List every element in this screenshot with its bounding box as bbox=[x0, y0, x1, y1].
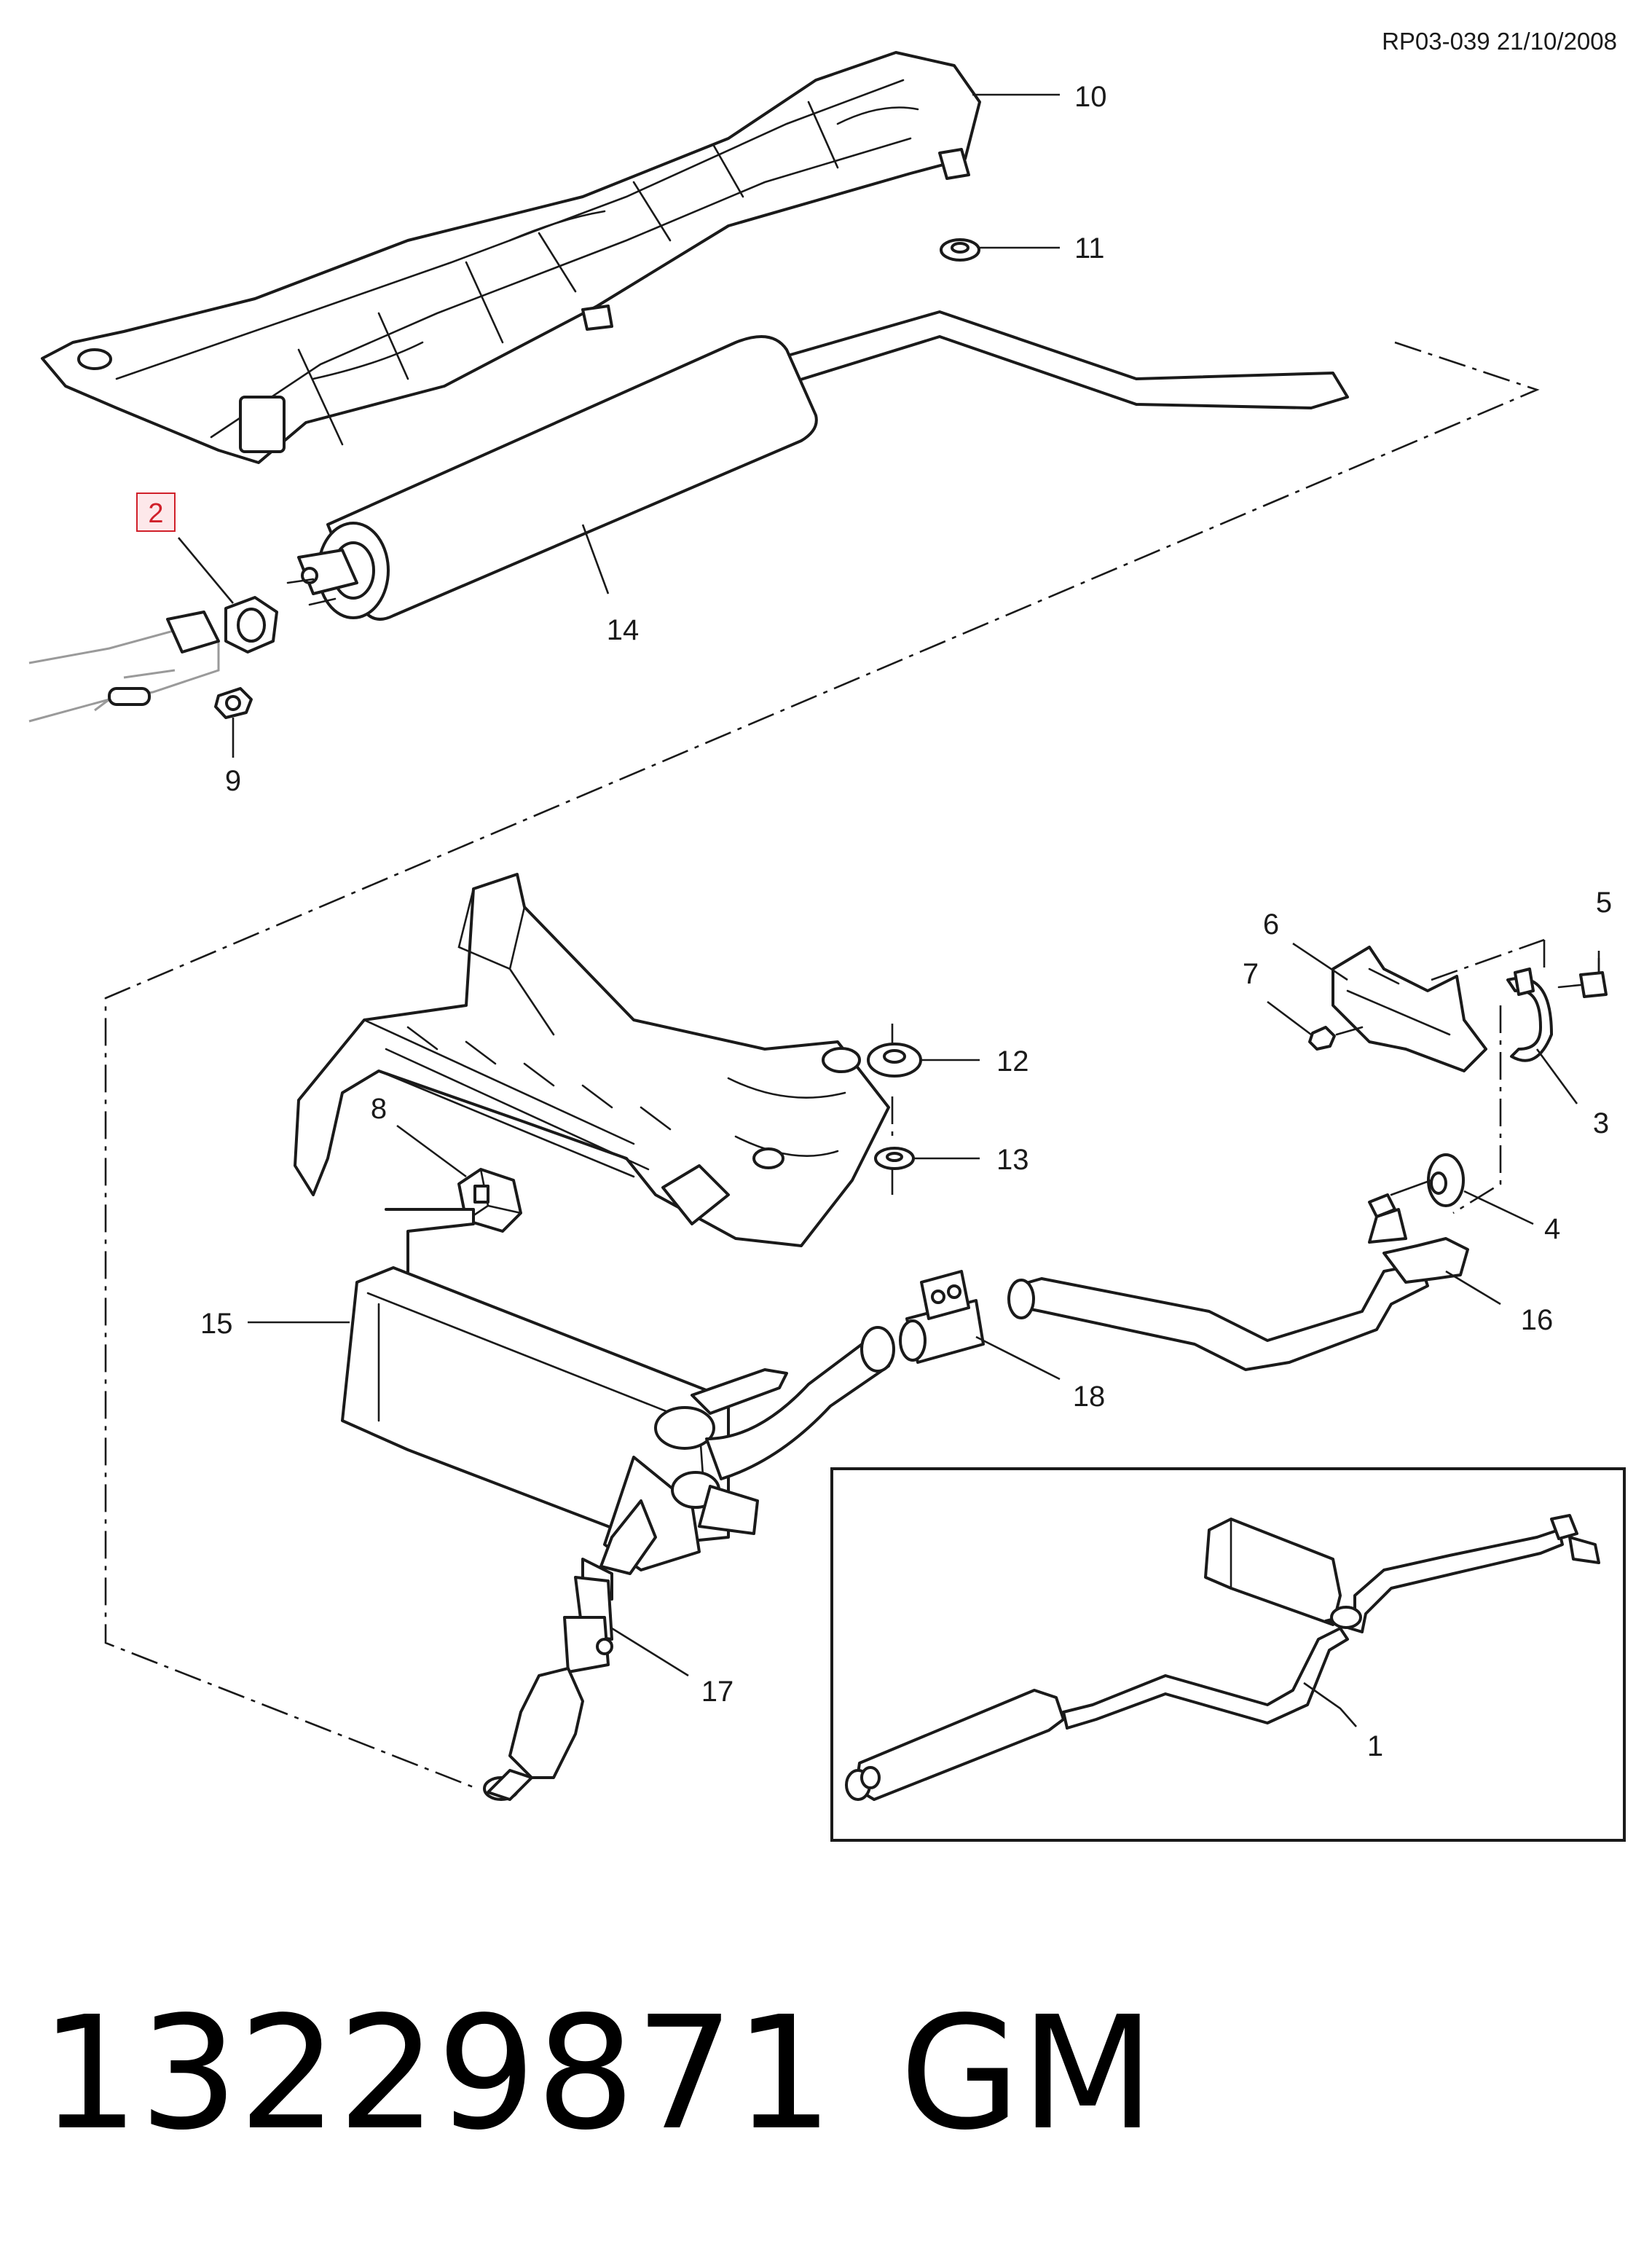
callout-13: 13 bbox=[996, 1144, 1029, 1176]
callout-4: 4 bbox=[1544, 1213, 1560, 1245]
tailpipe-part bbox=[483, 1558, 613, 1801]
rear-crossmember-reference bbox=[294, 873, 890, 1247]
callout-11: 11 bbox=[1074, 232, 1105, 264]
exhaust-insulator-part bbox=[1390, 1153, 1465, 1207]
callout-18: 18 bbox=[1073, 1381, 1106, 1413]
mount-axis-lines bbox=[891, 958, 1600, 1195]
part-brand: GM bbox=[900, 1983, 1155, 2165]
callout-14: 14 bbox=[607, 614, 640, 646]
center-pipe-part bbox=[286, 310, 1349, 621]
callout-10: 10 bbox=[1074, 81, 1107, 113]
intermediate-pipe-part bbox=[1007, 1193, 1469, 1371]
callout-2[interactable]: 2 bbox=[148, 498, 163, 529]
insulator-clamp-part bbox=[1506, 968, 1553, 1062]
callout-15: 15 bbox=[200, 1308, 233, 1340]
assembly-outline-right bbox=[1431, 938, 1546, 1214]
part-number: 13229871 bbox=[40, 1983, 833, 2165]
callout-7: 7 bbox=[1243, 958, 1259, 990]
callout-1: 1 bbox=[1367, 1730, 1383, 1762]
front-pipe-reference bbox=[28, 611, 220, 723]
bracket-nut-part bbox=[1308, 1026, 1364, 1051]
assembly-inset-frame bbox=[830, 1467, 1626, 1842]
callout-8: 8 bbox=[371, 1093, 387, 1125]
callout-12: 12 bbox=[996, 1045, 1029, 1078]
heat-shield-clip-part bbox=[940, 238, 980, 262]
callout-16: 16 bbox=[1521, 1304, 1554, 1336]
heat-shield-part bbox=[41, 51, 981, 464]
leader-lines bbox=[178, 93, 1600, 1727]
callout-17: 17 bbox=[701, 1676, 734, 1708]
mount-washer-part bbox=[874, 1147, 915, 1170]
flange-gasket-part bbox=[224, 596, 278, 654]
callout-9: 9 bbox=[225, 765, 241, 797]
hanger-bracket-part bbox=[1332, 946, 1487, 1072]
bracket-bolt-part bbox=[1557, 971, 1608, 998]
exhaust-mount-part bbox=[867, 1043, 922, 1078]
flange-nut-part bbox=[214, 687, 253, 719]
rear-silencer-part bbox=[341, 1208, 895, 1575]
callout-2-highlight-box bbox=[136, 492, 176, 532]
complete-exhaust-assembly-part bbox=[845, 1514, 1600, 1801]
assembly-outline bbox=[104, 341, 1540, 1790]
callout-5: 5 bbox=[1596, 887, 1612, 919]
pipe-clamp-part bbox=[899, 1270, 985, 1364]
callout-3: 3 bbox=[1593, 1107, 1609, 1139]
diagram-reference: RP03-039 21/10/2008 bbox=[1382, 28, 1617, 55]
callout-6: 6 bbox=[1263, 908, 1279, 941]
